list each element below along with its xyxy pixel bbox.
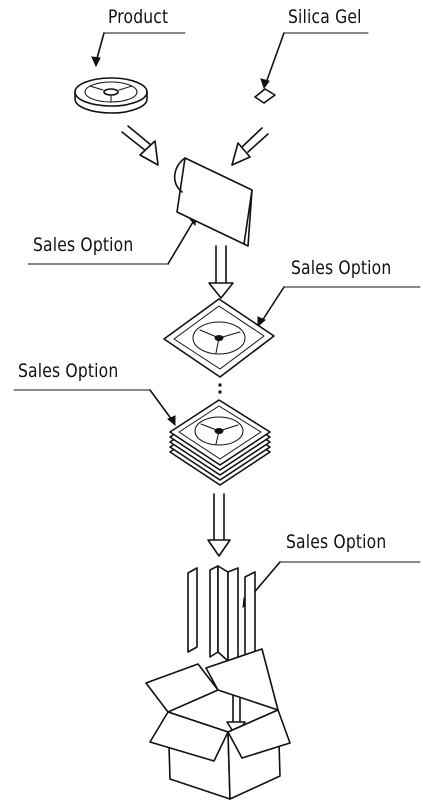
arrow-bag-to-tray bbox=[208, 245, 234, 299]
product-leader bbox=[91, 32, 186, 68]
shipping-box-icon bbox=[145, 648, 291, 800]
silica-gel-leader bbox=[260, 32, 369, 90]
corner-protectors-icon bbox=[187, 565, 256, 662]
moisture-barrier-bag-icon bbox=[173, 157, 253, 247]
sales-option-bag-leader bbox=[27, 216, 197, 265]
arrow-gel-to-bag bbox=[231, 127, 269, 166]
reel-icon bbox=[74, 77, 148, 114]
sales-option-tray-label: Sales Option bbox=[291, 257, 392, 279]
product-label: Product bbox=[108, 6, 169, 28]
desiccant-packet-icon bbox=[254, 88, 276, 104]
sales-option-stack-label: Sales Option bbox=[18, 360, 119, 382]
sales-option-tray-leader bbox=[257, 286, 421, 328]
sales-option-stack-leader bbox=[13, 389, 176, 427]
silica-gel-label: Silica Gel bbox=[288, 6, 362, 28]
sales-option-bag-label: Sales Option bbox=[33, 234, 134, 256]
sales-option-corners-leader bbox=[242, 561, 421, 608]
tray-icon bbox=[163, 298, 275, 394]
arrow-reel-to-bag bbox=[121, 125, 159, 166]
arrow-stack-to-corners bbox=[207, 493, 231, 557]
sales-option-corners-label: Sales Option bbox=[286, 531, 387, 553]
tray-stack-icon bbox=[169, 399, 271, 486]
